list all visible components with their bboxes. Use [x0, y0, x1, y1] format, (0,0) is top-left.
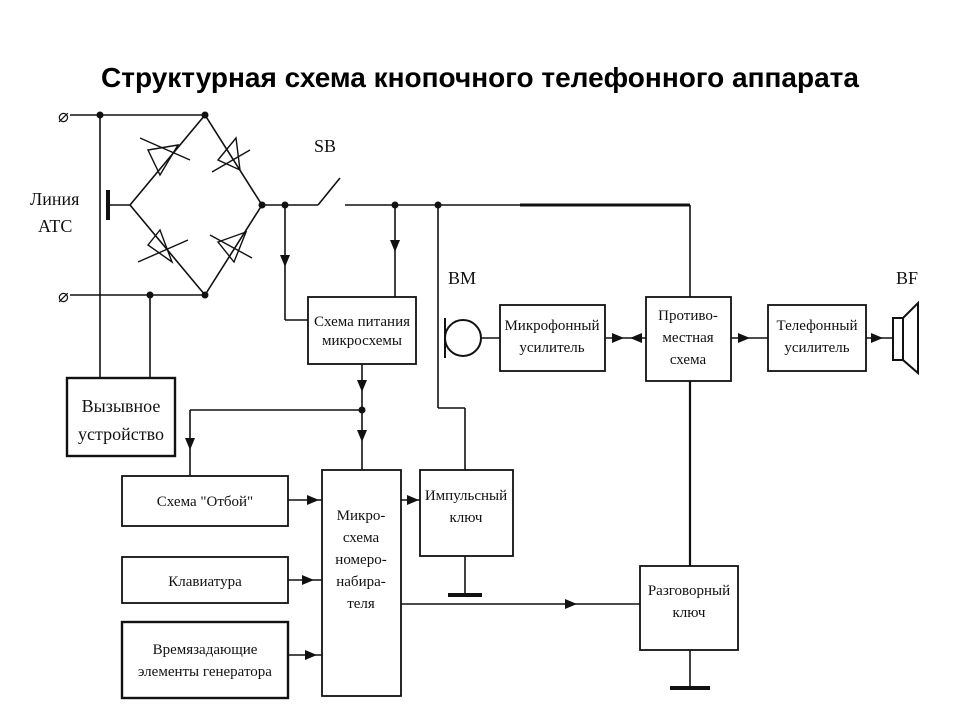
block-otboy [121, 475, 289, 527]
mic-amp-label-2: усилитель [519, 340, 584, 356]
diode-bridge [137, 136, 253, 264]
block-pulse-key [419, 469, 514, 557]
label-bm: BM [448, 268, 476, 288]
bridge-lower-right [204, 204, 263, 296]
dialer-label-3: номеро- [335, 552, 386, 568]
junctions [96, 111, 442, 414]
tel-amp-label-2: усилитель [784, 340, 849, 356]
block-hybrid [645, 296, 732, 382]
block-timing [120, 620, 290, 700]
power-label-2: микросхемы [322, 333, 402, 349]
dialer-label-1: Микро- [337, 508, 386, 524]
arrowheads [185, 240, 883, 660]
dialer-label-4: набира- [336, 574, 386, 590]
timing-label-2: элементы генератора [138, 664, 272, 680]
dialer-label-5: теля [347, 596, 375, 612]
call-label-1: Вызывное [82, 396, 161, 416]
block-power [307, 296, 417, 365]
terminal-top-icon: ⌀ [58, 106, 69, 126]
speaker-icon [892, 300, 919, 376]
keyboard-label: Клавиатура [168, 574, 242, 590]
talk-key-label-2: ключ [673, 605, 706, 621]
diode-4 [216, 230, 248, 264]
timing-label-1: Времязадающие [153, 642, 258, 658]
dialer-label-2: схема [343, 530, 380, 546]
pulse-key-label-1: Импульсный [425, 488, 507, 504]
block-dialer [321, 469, 402, 697]
label-sb: SB [314, 136, 336, 156]
switch-sb [317, 177, 341, 206]
diode-1 [146, 144, 180, 177]
label-bf: BF [896, 268, 918, 288]
block-tel-amp [767, 304, 867, 372]
otboy-label: Схема "Отбой" [157, 494, 253, 510]
hybrid-label-1: Противо- [658, 308, 718, 324]
block-talk-key [639, 565, 739, 651]
talk-key-label-1: Разговорный [648, 583, 730, 599]
terminal-bottom-icon: ⌀ [58, 286, 69, 306]
hybrid-label-2: местная [662, 330, 713, 346]
mic-amp-label-1: Микрофонный [504, 318, 599, 334]
call-label-2: устройство [78, 424, 164, 444]
page-title: Структурная схема кнопочного телефонного… [101, 62, 859, 93]
diode-3 [146, 228, 174, 264]
hybrid-label-3: схема [670, 352, 707, 368]
diode-2 [216, 136, 241, 172]
tel-amp-label-1: Телефонный [777, 318, 858, 334]
power-label-1: Схема питания [314, 314, 410, 330]
pulse-key-label-2: ключ [450, 510, 483, 526]
label-atc: АТС [38, 216, 72, 236]
block-mic-amp [499, 304, 606, 372]
block-keyboard [121, 556, 289, 604]
microphone-icon [444, 318, 482, 358]
label-line: Линия [30, 189, 79, 209]
block-call [65, 376, 177, 458]
bridge-upper-left [129, 114, 206, 206]
